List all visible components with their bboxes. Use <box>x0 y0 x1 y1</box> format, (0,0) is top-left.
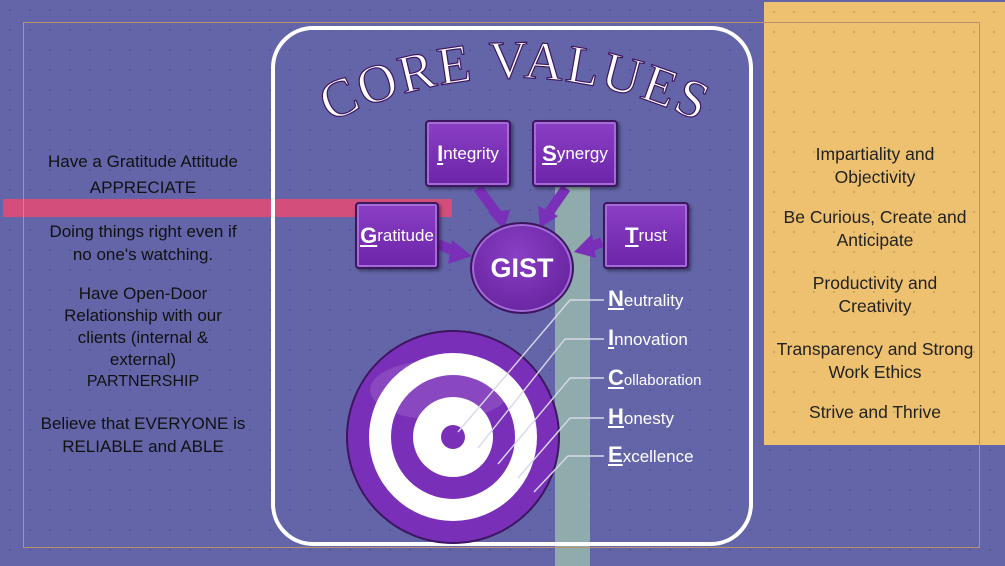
value-box-cap: S <box>542 140 557 166</box>
right-text-productivity: Productivity and Creativity <box>760 272 990 318</box>
right-text-transparency: Transparency and Strong Work Ethics <box>760 338 990 384</box>
connector-excellence <box>533 455 604 493</box>
value-box-cap: G <box>360 222 378 248</box>
text-line: Strive and Thrive <box>809 402 941 422</box>
text-line: external) <box>109 350 177 369</box>
right-text-curious: Be Curious, Create and Anticipate <box>760 206 990 252</box>
value-item-cap: N <box>608 286 624 311</box>
text-line: clients (internal & <box>77 328 209 347</box>
title-arc-text: CORE VALUES <box>310 30 720 133</box>
value-box-label: rust <box>638 225 667 245</box>
text-line: Be Curious, Create and <box>783 207 967 227</box>
connector-neutrality <box>457 299 604 433</box>
value-connector-lines <box>457 299 604 493</box>
text-line: PARTNERSHIP <box>86 373 200 390</box>
right-panel <box>764 2 1005 445</box>
value-item-cap: H <box>608 404 624 429</box>
value-item-label: ollaboration <box>623 372 702 389</box>
text-line: Objectivity <box>834 167 916 187</box>
text-line: Doing things right even if <box>49 222 237 241</box>
connector-collaboration <box>497 377 604 465</box>
value-item-excellence: Excellence <box>608 442 694 468</box>
left-text-gratitude: Have a Gratitude Attitude APPRECIATE <box>28 150 258 199</box>
text-line: Anticipate <box>836 230 914 250</box>
left-text-partnership: Have Open-Door Relationship with our cli… <box>28 283 258 393</box>
right-text-strive: Strive and Thrive <box>760 401 990 424</box>
right-text-impartiality: Impartiality and Objectivity <box>760 143 990 189</box>
text-line: Have Open-Door <box>78 284 208 303</box>
target-icon <box>346 330 560 544</box>
text-line: Have a Gratitude Attitude <box>48 152 238 171</box>
value-box-cap: I <box>437 140 444 166</box>
text-line: Productivity and <box>812 273 938 293</box>
connector-innovation <box>477 338 604 449</box>
text-line: RELIABLE and ABLE <box>62 437 224 456</box>
value-item-label: eutrality <box>623 291 684 310</box>
arrowhead-synergy <box>538 206 558 228</box>
value-item-cap: I <box>608 325 615 350</box>
value-item-label: onesty <box>623 409 674 428</box>
value-box-label: ntegrity <box>443 143 499 163</box>
value-item-label: nnovation <box>614 330 688 349</box>
text-line: Work Ethics <box>828 362 922 382</box>
value-box-cap: T <box>625 222 639 248</box>
text-line: Relationship with our <box>64 306 222 325</box>
value-box-label: ratitude <box>377 225 434 245</box>
value-item-label: xcellence <box>622 447 694 466</box>
core-values-card <box>271 26 753 546</box>
text-line: Creativity <box>838 296 912 316</box>
value-item-honesty: Honesty <box>608 404 674 430</box>
value-box-label: ynergy <box>556 143 608 163</box>
pink-accent-bar <box>3 199 452 217</box>
value-item-cap: C <box>608 365 624 390</box>
value-item-neutrality: Neutrality <box>608 286 683 312</box>
arrow-synergy <box>543 185 571 217</box>
text-line: APPRECIATE <box>89 178 197 197</box>
value-item-collaboration: Collaboration <box>608 365 701 391</box>
arrowhead-gratitude <box>448 240 472 264</box>
connector-honesty <box>517 417 604 479</box>
text-line: no one's watching. <box>72 245 214 264</box>
arrowhead-trust <box>574 234 596 258</box>
left-text-integrity: Doing things right even if no one's watc… <box>28 220 258 266</box>
text-line: Transparency and Strong <box>776 339 974 359</box>
text-line: Impartiality and <box>815 144 935 164</box>
value-item-cap: E <box>608 442 623 467</box>
left-text-reliable: Believe that EVERYONE is RELIABLE and AB… <box>28 412 258 458</box>
text-line: Believe that EVERYONE is <box>40 414 246 433</box>
value-item-innovation: Innovation <box>608 325 688 351</box>
gist-circle: GIST <box>470 222 574 314</box>
